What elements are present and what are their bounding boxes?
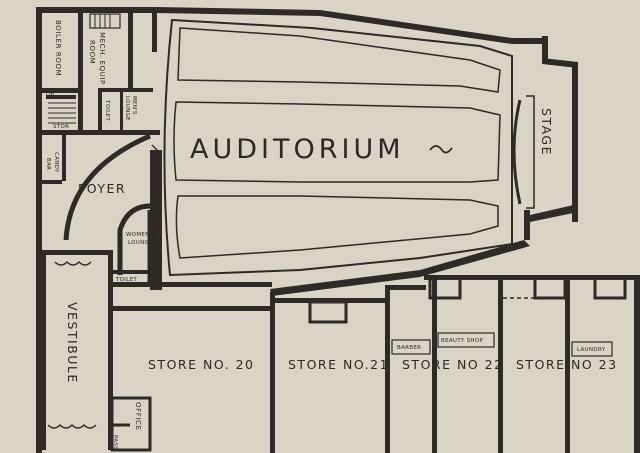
pass-label: PASS bbox=[112, 435, 118, 450]
store-23-label: STORE NO 23 bbox=[516, 357, 618, 372]
service-walls bbox=[42, 10, 160, 184]
store-22-label: STORE NO 22 bbox=[402, 357, 504, 372]
toilet-lower-label: TOILET bbox=[115, 277, 137, 283]
barber-label: BARBER bbox=[397, 345, 421, 351]
auditorium-flourish bbox=[429, 145, 453, 154]
toilet-upper-label: TOILET bbox=[104, 99, 110, 121]
store-walls bbox=[112, 275, 640, 453]
stor-rm-label-2: RM bbox=[53, 131, 62, 137]
mens-lounge-label-2: LOUNGE bbox=[124, 96, 130, 121]
foyer-label: FOYER bbox=[78, 181, 126, 196]
auditorium-label: AUDITORIUM bbox=[190, 134, 405, 165]
exit-label: EXIT bbox=[516, 38, 530, 44]
mens-lounge-label: MEN'S bbox=[131, 96, 137, 115]
up-label: UP bbox=[46, 93, 54, 99]
laundry-label: LAUNDRY bbox=[577, 347, 606, 353]
seating bbox=[163, 18, 535, 277]
stor-rm-label: STOR bbox=[53, 124, 69, 130]
mech-equip-label: MECH. EQUIP bbox=[98, 32, 106, 85]
candy-bar-label: CANDY bbox=[53, 152, 59, 173]
barber-sign bbox=[391, 339, 431, 355]
laundry-sign bbox=[571, 341, 613, 357]
womens-lounge-label: WOMEN'S bbox=[126, 232, 155, 238]
office-label: OFFICE bbox=[134, 402, 142, 431]
boiler-room-label: BOILER ROOM bbox=[54, 20, 62, 76]
womens-lounge-label-2: LOUNGE bbox=[128, 240, 153, 246]
beauty-shop-label: BEAUTY SHOP bbox=[441, 338, 483, 344]
store-20-label: STORE NO. 20 bbox=[148, 357, 255, 372]
vestibule-label: VESTIBULE bbox=[65, 302, 80, 384]
outer-walls bbox=[36, 7, 640, 453]
lobby-walls bbox=[42, 133, 272, 452]
store-21-label: STORE NO.21 bbox=[288, 357, 389, 372]
stage-label: STAGE bbox=[539, 108, 554, 156]
mech-equip-room-label: ROOM bbox=[88, 40, 96, 64]
candy-bar-label-2: BAR bbox=[45, 158, 51, 170]
beauty-shop-sign bbox=[437, 332, 495, 348]
